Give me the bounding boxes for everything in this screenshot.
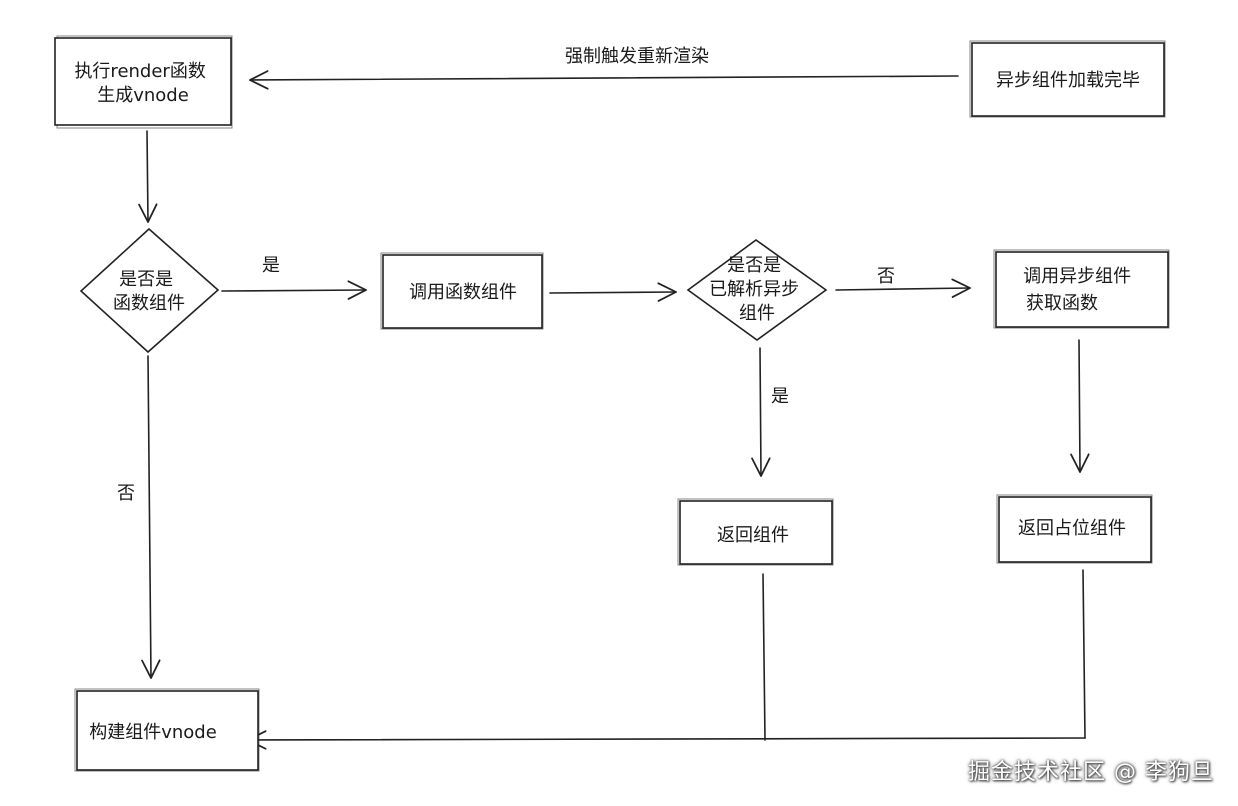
svg-text:返回占位组件: 返回占位组件 bbox=[1018, 518, 1126, 539]
call-async-box-line-1: 调用异步组件 bbox=[1023, 266, 1131, 287]
edge-is-function-to-build-vnode bbox=[141, 355, 161, 679]
is-resolved-diamond: 是否是 已解析异步 组件 bbox=[686, 239, 828, 341]
label-is-resolved-no: 否 bbox=[877, 266, 895, 287]
label-is-function-no: 否 bbox=[117, 483, 135, 504]
edge-async-loaded-to-render bbox=[249, 70, 959, 90]
render-box: 执行render函数 生成vnode bbox=[54, 35, 233, 129]
edge-is-function-to-call-function bbox=[221, 280, 367, 300]
is-resolved-diamond-line-3: 组件 bbox=[739, 303, 775, 324]
label-force-rerender: 强制触发重新渲染 bbox=[565, 46, 709, 67]
edge-call-async-to-return-placeholder bbox=[1070, 339, 1090, 473]
is-function-diamond-line-2: 函数组件 bbox=[113, 293, 185, 314]
label-is-resolved-yes: 是 bbox=[771, 386, 789, 407]
watermark: 掘金技术社区 @ 李狗旦 bbox=[968, 760, 1214, 785]
edge-is-resolved-to-call-async bbox=[835, 278, 971, 298]
call-function-box: 调用函数组件 bbox=[380, 252, 544, 330]
is-resolved-diamond-line-1: 是否是 bbox=[727, 255, 781, 276]
svg-text:异步组件加载完毕: 异步组件加载完毕 bbox=[996, 70, 1140, 91]
return-placeholder-box: 返回占位组件 bbox=[996, 494, 1153, 564]
return-component-box-line-1: 返回组件 bbox=[717, 525, 789, 546]
edge-is-resolved-to-return-component bbox=[751, 347, 771, 477]
async-loaded-box: 异步组件加载完毕 bbox=[969, 40, 1166, 118]
edges bbox=[138, 70, 1090, 750]
svg-text:是否是 函数组件: 是否是 函数组件 bbox=[113, 269, 185, 314]
label-is-function-yes: 是 bbox=[262, 255, 280, 276]
call-async-box-line-2: 获取函数 bbox=[1026, 293, 1098, 314]
edge-merge-to-build-vnode bbox=[247, 730, 1086, 750]
edge-render-to-is-function bbox=[138, 130, 158, 223]
svg-text:是否是 已解析异步 组件: 是否是 已解析异步 组件 bbox=[709, 255, 805, 324]
is-function-diamond-line-1: 是否是 bbox=[119, 269, 173, 290]
svg-text:调用异步组件 获取函数: 调用异步组件 获取函数 bbox=[1023, 266, 1137, 314]
svg-text:返回组件: 返回组件 bbox=[717, 525, 789, 546]
call-function-box-line-1: 调用函数组件 bbox=[409, 282, 517, 303]
edge-return-component-down bbox=[762, 573, 766, 741]
svg-text:执行render函数 生成vnode: 执行render函数 生成vnode bbox=[74, 61, 211, 106]
edge-call-function-to-is-resolved bbox=[549, 282, 677, 302]
return-component-box: 返回组件 bbox=[677, 498, 834, 566]
render-box-line-2: 生成vnode bbox=[97, 85, 189, 106]
async-loaded-box-line-1: 异步组件加载完毕 bbox=[996, 70, 1140, 91]
call-async-box: 调用异步组件 获取函数 bbox=[993, 249, 1170, 329]
svg-text:调用函数组件: 调用函数组件 bbox=[409, 282, 517, 303]
return-placeholder-box-line-1: 返回占位组件 bbox=[1018, 518, 1126, 539]
edge-return-placeholder-down bbox=[1082, 569, 1086, 739]
is-resolved-diamond-line-2: 已解析异步 bbox=[709, 279, 799, 300]
svg-text:构建组件vnode: 构建组件vnode bbox=[89, 722, 217, 743]
render-box-line-1: 执行render函数 bbox=[74, 61, 205, 82]
build-vnode-box-line-1: 构建组件vnode bbox=[89, 722, 217, 743]
build-vnode-box: 构建组件vnode bbox=[74, 688, 260, 772]
is-function-diamond: 是否是 函数组件 bbox=[79, 227, 220, 354]
